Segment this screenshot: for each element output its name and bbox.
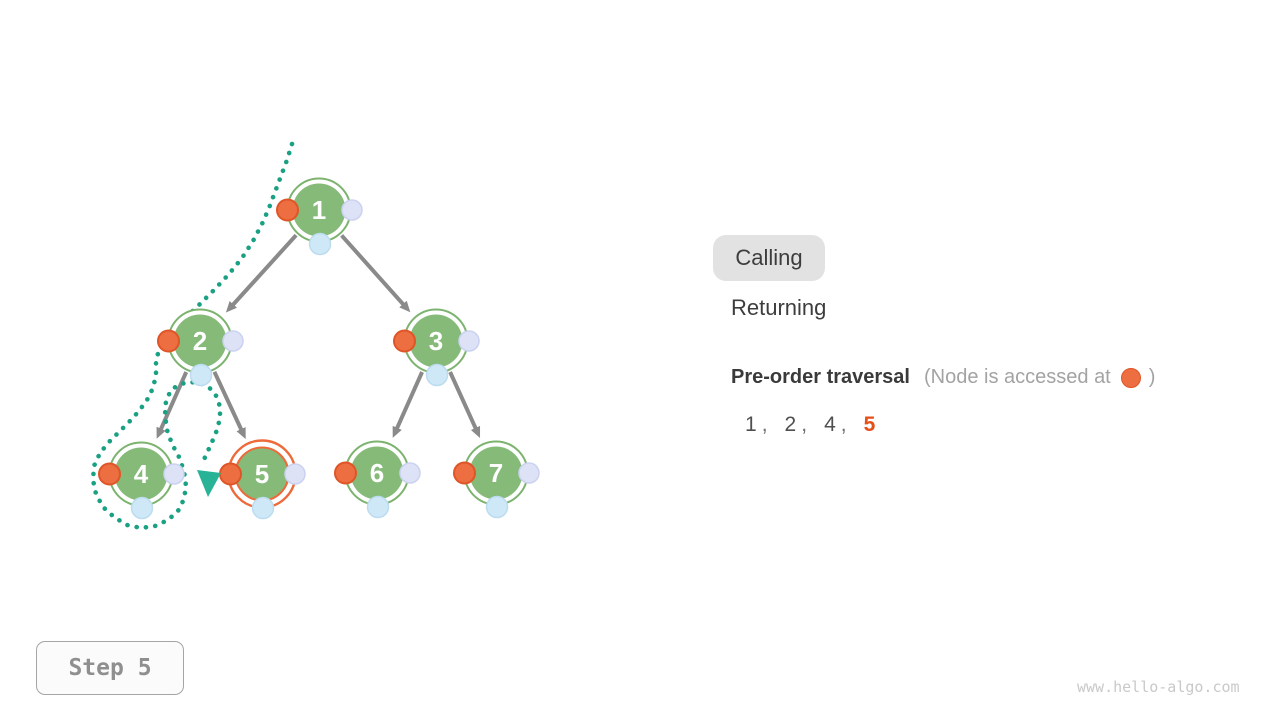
tree-edge-1-2: [225, 233, 298, 313]
node-label: 7: [489, 458, 503, 488]
legend: Calling Returning: [713, 235, 826, 321]
post-visit-dot: [458, 330, 480, 352]
sequence-current-number: 5: [863, 413, 876, 436]
sequence-number: 1: [745, 413, 757, 436]
post-visit-dot: [518, 462, 540, 484]
pre-visit-dot: [219, 462, 242, 486]
node-circle: [469, 446, 523, 500]
post-visit-dot: [341, 199, 363, 221]
in-order-dot: [130, 496, 154, 520]
tree-edge-2-5: [212, 370, 246, 440]
in-order-dot: [366, 495, 390, 519]
node-circle: [292, 183, 346, 237]
in-order-dot: [189, 363, 213, 387]
node-circle: [409, 314, 463, 368]
traversal-caption: Pre-order traversal (Node is accessed at…: [731, 366, 1155, 389]
legend-calling-chip[interactable]: Calling: [713, 235, 825, 281]
tree-node-7: 7: [453, 440, 540, 519]
legend-returning[interactable]: Returning: [731, 295, 827, 320]
post-visit-dot: [222, 330, 244, 352]
pre-visit-dot: [98, 462, 121, 486]
sequence-separator: ,: [761, 413, 768, 436]
sequence-separator: ,: [840, 413, 847, 436]
pre-visit-dot: [453, 461, 476, 485]
watermark: www.hello-algo.com: [1077, 678, 1240, 696]
tree-node-1: 1: [276, 177, 363, 256]
in-order-dot: [485, 495, 509, 519]
node-label: 6: [370, 458, 384, 488]
tree-node-5: 5: [219, 439, 306, 520]
tree-edge-1-3: [340, 234, 411, 313]
sequence-number: 4: [824, 413, 836, 436]
step-indicator[interactable]: Step 5: [36, 641, 184, 695]
traversal-title: Pre-order traversal: [731, 366, 910, 388]
in-order-dot: [308, 232, 332, 256]
tree-edge-3-6: [392, 371, 424, 438]
tree-node-4: 4: [98, 441, 185, 520]
node-label: 1: [312, 195, 326, 225]
in-order-dot: [251, 496, 275, 520]
tree-node-3: 3: [393, 308, 480, 387]
pre-visit-dot: [276, 198, 299, 222]
access-marker-dot: [1120, 367, 1141, 388]
node-circle: [114, 447, 168, 501]
pre-visit-dot: [334, 461, 357, 485]
pre-visit-dot: [393, 329, 416, 353]
traversal-note-prefix: (Node is accessed at: [923, 366, 1111, 388]
node-circle: [173, 314, 227, 368]
node-label: 4: [134, 459, 149, 489]
sequence-number: 2: [784, 413, 797, 436]
post-visit-dot: [399, 462, 421, 484]
traversal-note-suffix: ): [1148, 366, 1156, 388]
in-order-dot: [425, 363, 449, 387]
pre-visit-dot: [157, 329, 180, 353]
node-label: 2: [193, 326, 207, 356]
node-label: 5: [255, 459, 269, 489]
node-circle: [350, 446, 404, 500]
post-visit-dot: [163, 463, 185, 485]
sequence-separator: ,: [801, 413, 808, 436]
tree-edge-3-7: [448, 371, 481, 438]
tree-node-2: 2: [157, 308, 244, 387]
tree-node-6: 6: [334, 440, 421, 519]
post-visit-dot: [284, 463, 306, 485]
cursor-triangle-icon: [197, 470, 221, 497]
traversal-sequence: 1,2,4,5: [745, 413, 875, 437]
node-label: 3: [429, 326, 443, 356]
